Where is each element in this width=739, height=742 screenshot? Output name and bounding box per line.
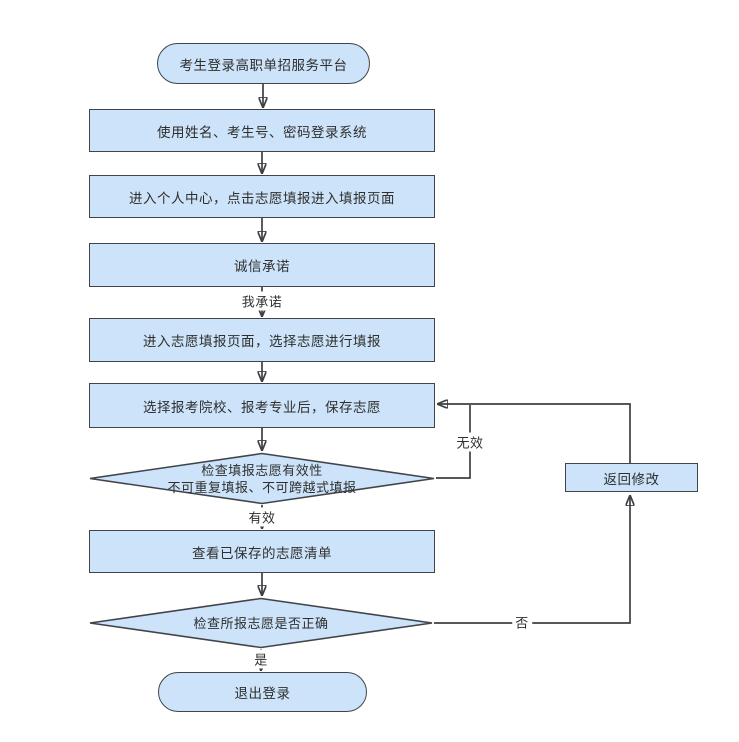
node-check-correct: 检查所报志愿是否正确 <box>88 597 434 649</box>
node-check-valid: 检查填报志愿有效性 不可重复填报、不可跨越式填报 <box>88 452 436 505</box>
node-view-saved-label: 查看已保存的志愿清单 <box>192 545 332 561</box>
edge-label-no: 否 <box>512 612 532 632</box>
node-start-label: 考生登录高职单招服务平台 <box>179 57 348 73</box>
node-enter-fill-page: 进入志愿填报页面，选择志愿进行填报 <box>89 318 435 362</box>
edge-label-promise: 我承诺 <box>238 291 286 311</box>
node-end: 退出登录 <box>158 672 367 712</box>
edge-label-yes: 是 <box>251 649 271 669</box>
node-check-valid-label-line2: 不可重复填报、不可跨越式填报 <box>167 479 357 495</box>
node-integrity-pledge-label: 诚信承诺 <box>234 259 290 274</box>
node-login-label: 使用姓名、考生号、密码登录系统 <box>157 124 367 140</box>
node-return-modify-label: 返回修改 <box>603 471 660 487</box>
node-save-choice: 选择报考院校、报考专业后，保存志愿 <box>89 383 435 428</box>
node-start: 考生登录高职单招服务平台 <box>157 43 370 84</box>
node-login: 使用姓名、考生号、密码登录系统 <box>89 109 435 152</box>
edge-label-invalid: 无效 <box>453 432 487 452</box>
edge-label-valid: 有效 <box>245 507 279 527</box>
node-check-correct-text: 检查所报志愿是否正确 <box>88 597 434 649</box>
node-enter-fill-page-label: 进入志愿填报页面，选择志愿进行填报 <box>143 334 381 349</box>
node-check-correct-label: 检查所报志愿是否正确 <box>193 615 329 631</box>
diamond-shape <box>89 452 435 505</box>
node-integrity-pledge: 诚信承诺 <box>89 243 435 287</box>
node-personal-center-label: 进入个人中心，点击志愿填报进入填报页面 <box>129 190 395 206</box>
node-check-valid-label-line1: 检查填报志愿有效性 <box>201 462 323 478</box>
node-save-choice-label: 选择报考院校、报考专业后，保存志愿 <box>143 399 381 415</box>
node-return-modify: 返回修改 <box>565 463 698 492</box>
node-end-label: 退出登录 <box>234 686 291 701</box>
edge-no-to-return-modify <box>434 496 630 624</box>
diamond-shape <box>89 597 433 649</box>
node-personal-center: 进入个人中心，点击志愿填报进入填报页面 <box>89 175 435 218</box>
node-check-valid-text: 检查填报志愿有效性 不可重复填报、不可跨越式填报 <box>88 452 436 505</box>
node-view-saved: 查看已保存的志愿清单 <box>89 530 435 573</box>
